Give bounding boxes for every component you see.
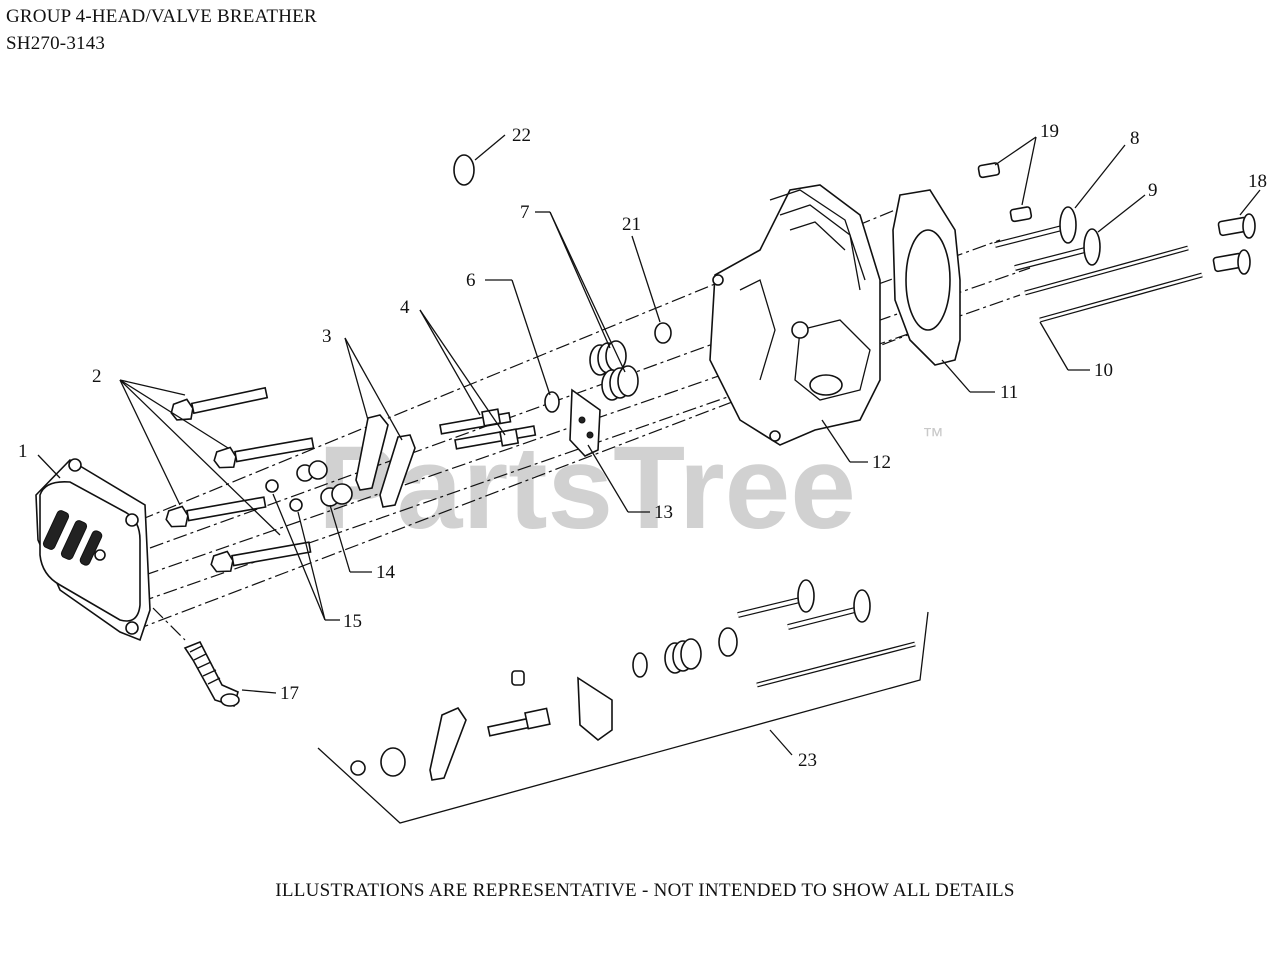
- head-gasket[interactable]: [892, 189, 961, 366]
- callout-1: 1: [18, 441, 28, 462]
- callout-2: 2: [92, 366, 102, 387]
- callout-11: 11: [1000, 382, 1018, 403]
- pivot-nuts[interactable]: [265, 460, 353, 512]
- callout-21: 21: [622, 214, 641, 235]
- callout-4: 4: [400, 297, 410, 318]
- push-rods-upper[interactable]: [1024, 245, 1203, 323]
- callout-15: 15: [343, 611, 362, 632]
- breather-hose[interactable]: [183, 640, 240, 708]
- dowel-pins[interactable]: [977, 162, 1033, 223]
- callout-10: 10: [1094, 360, 1113, 381]
- leader-lines: [37, 134, 1261, 756]
- callout-7: 7: [520, 202, 530, 223]
- callout-8: 8: [1130, 128, 1140, 149]
- valve-springs[interactable]: [544, 340, 639, 413]
- callout-22: 22: [512, 125, 531, 146]
- valve-stem-seal[interactable]: [654, 322, 672, 344]
- callout-3: 3: [322, 326, 332, 347]
- watermark-trademark: ™: [922, 423, 944, 448]
- callout-23: 23: [798, 750, 817, 771]
- callout-12: 12: [872, 452, 891, 473]
- valve-cover[interactable]: [35, 458, 151, 642]
- model-number: SH270-3143: [6, 33, 106, 54]
- callout-6: 6: [466, 270, 476, 291]
- o-ring[interactable]: [453, 154, 475, 186]
- callout-9: 9: [1148, 180, 1158, 201]
- valve-kit[interactable]: [317, 579, 929, 824]
- callout-14: 14: [376, 562, 396, 583]
- callout-17: 17: [280, 683, 299, 704]
- callout-18: 18: [1248, 171, 1267, 192]
- callout-19: 19: [1040, 121, 1059, 142]
- footer-disclaimer: ILLUSTRATIONS ARE REPRESENTATIVE - NOT I…: [275, 880, 1015, 901]
- cylinder-head[interactable]: [709, 184, 881, 446]
- callout-13: 13: [654, 502, 673, 523]
- valves-upper[interactable]: [994, 206, 1101, 271]
- page-title: GROUP 4-HEAD/VALVE BREATHER: [6, 6, 317, 27]
- cover-bolts[interactable]: [164, 383, 315, 574]
- rocker-arms[interactable]: [355, 414, 416, 508]
- callout-labels: 1 2 3 4 6 7 8 9 10 11 12 13 14 15 17 18 …: [18, 121, 1267, 771]
- tappets[interactable]: [1212, 213, 1256, 275]
- guide-plate[interactable]: [569, 388, 601, 457]
